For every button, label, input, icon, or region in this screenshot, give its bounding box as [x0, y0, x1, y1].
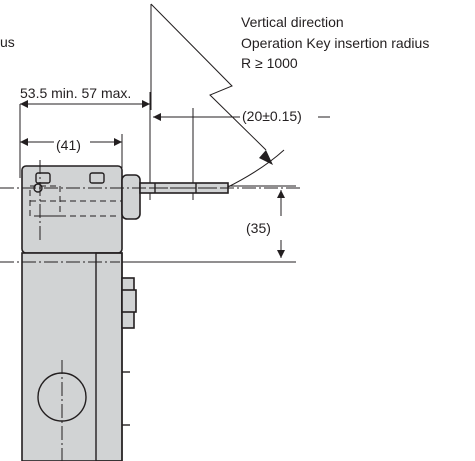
width-41-dimension-lines	[20, 134, 123, 168]
center-lines	[0, 160, 300, 461]
overall-length-dimension: 53.5 min. 57 max.	[20, 85, 131, 101]
width-41-dimension: (41)	[56, 137, 81, 153]
key-offset-dimension: (20±0.15)	[242, 108, 302, 124]
radius-value-label: R ≥ 1000	[241, 55, 298, 71]
overall-length-dimension-lines	[19, 92, 151, 200]
vertical-direction-label: Vertical direction	[241, 14, 344, 30]
switch-head	[21, 165, 123, 254]
insertion-radius-wedge	[150, 3, 285, 189]
insertion-radius-label: Operation Key insertion radius	[241, 35, 429, 51]
operation-key	[121, 174, 229, 220]
height-35-dimension: (35)	[246, 220, 271, 236]
switch-body	[21, 252, 137, 461]
truncated-radius-label: us	[0, 34, 15, 50]
